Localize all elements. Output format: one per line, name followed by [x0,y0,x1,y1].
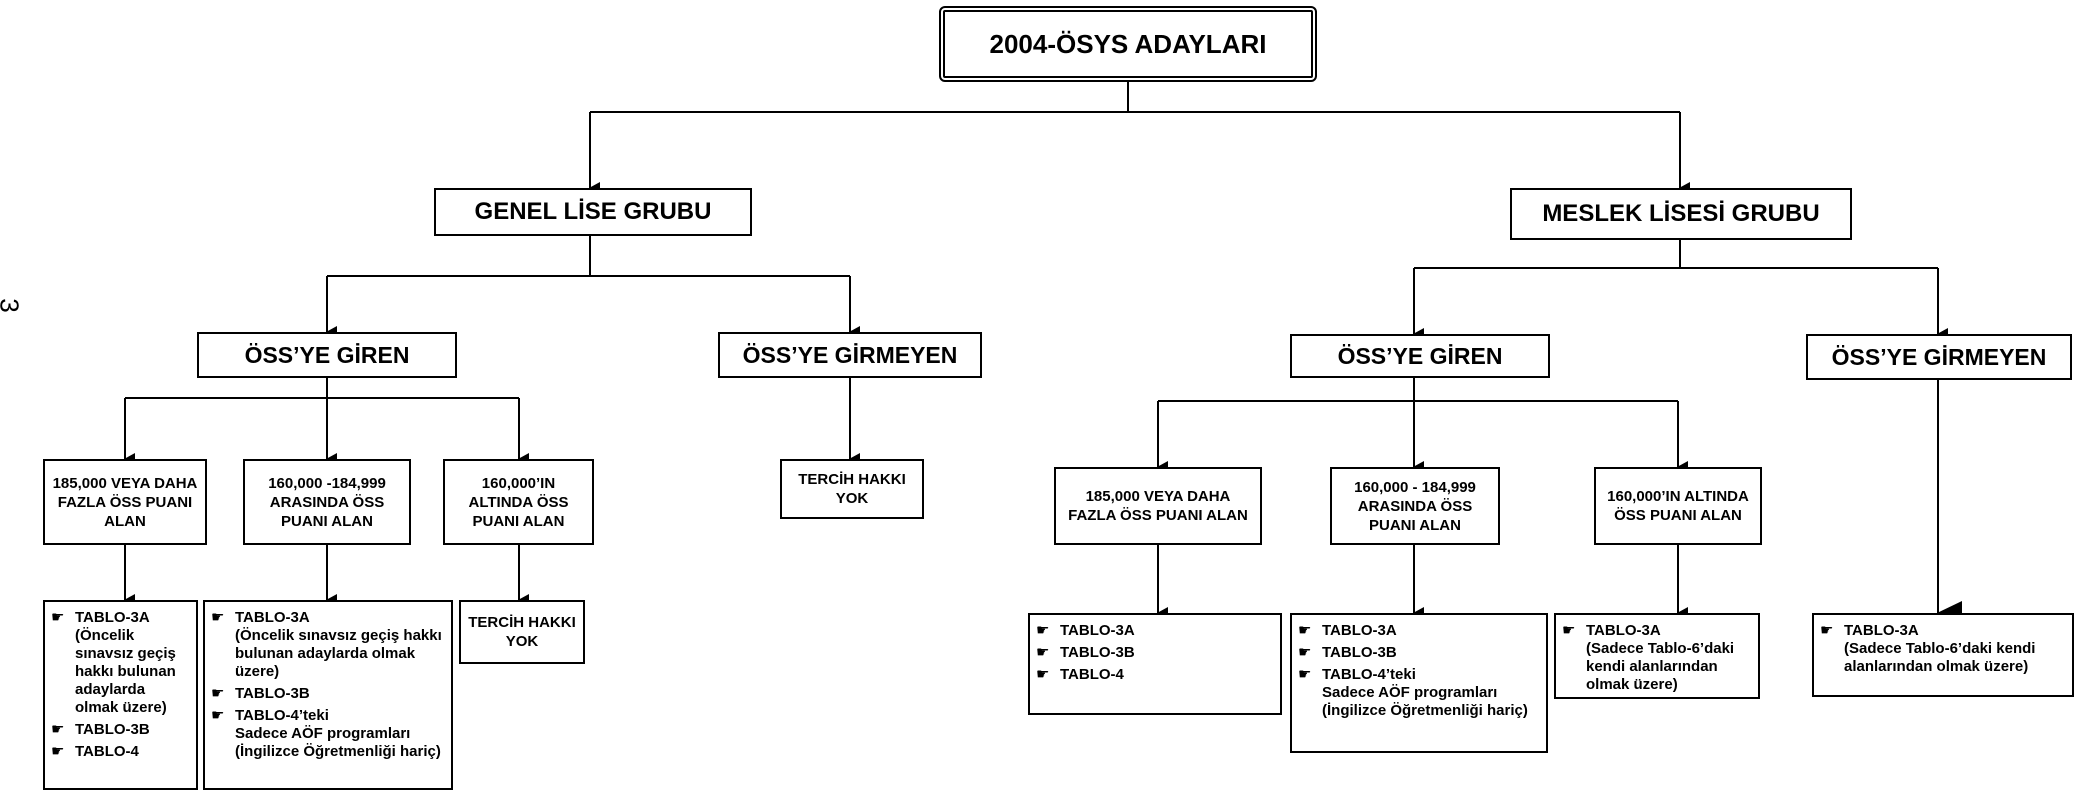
left-result-box-2: ☛ TABLO-3A(Öncelik sınavsız geçiş hakkı b… [203,600,453,790]
item-title: TABLO-3A [1844,622,1919,639]
left-score-box-3: 160,000’IN ALTINDA ÖSS PUANI ALAN [443,459,594,545]
item-note: (Öncelik sınavsız geçiş hakkı bulunan ad… [235,627,442,680]
result-item: ☛ TABLO-3A [1036,622,1274,640]
item-title: TABLO-4 [1060,666,1124,683]
pointing-hand-icon: ☛ [51,609,65,626]
left-entered-box: ÖSS’YE GİREN [197,332,457,378]
right-score-label-2: 160,000 - 184,999 ARASINDA ÖSS PUANI ALA… [1354,478,1476,534]
pointing-hand-icon: ☛ [1298,622,1312,639]
pointing-hand-icon: ☛ [1036,622,1050,639]
result-item: ☛ TABLO-3A [1298,622,1540,640]
item-note: (Sadece Tablo-6’daki kendi alanlarından … [1844,640,2036,675]
left-no-preference-box: TERCİH HAKKI YOK [780,459,924,519]
pointing-hand-icon: ☛ [211,685,225,702]
item-title: TABLO-3B [235,685,310,702]
right-not-entered-box: ÖSS’YE GİRMEYEN [1806,334,2072,380]
right-score-box-1: 185,000 VEYA DAHA FAZLA ÖSS PUANI ALAN [1054,467,1262,545]
left-result-box-3: TERCİH HAKKI YOK [459,600,585,664]
item-title: TABLO-3A [1322,622,1397,639]
pointing-hand-icon: ☛ [1036,666,1050,683]
result-item: ☛ TABLO-3B [1298,644,1540,662]
pointing-hand-icon: ☛ [211,707,225,724]
pointing-hand-icon: ☛ [211,609,225,626]
item-note: (Sadece Tablo-6’daki kendi alanlarından … [1586,640,1735,693]
item-title: TABLO-4’teki [235,707,329,724]
left-score-label-2: 160,000 -184,999 ARASINDA ÖSS PUANI ALAN [268,474,386,530]
pointing-hand-icon: ☛ [51,721,65,738]
left-score-box-1: 185,000 VEYA DAHA FAZLA ÖSS PUANI ALAN [43,459,207,545]
item-title: TABLO-3A [235,609,310,626]
result-item: ☛ TABLO-3B [1036,644,1274,662]
left-not-entered-label: ÖSS’YE GİRMEYEN [742,341,958,368]
right-score-label-3: 160,000’IN ALTINDA ÖSS PUANI ALAN [1607,488,1749,524]
right-score-box-2: 160,000 - 184,999 ARASINDA ÖSS PUANI ALA… [1330,467,1500,545]
pointing-hand-icon: ☛ [1298,644,1312,661]
result-item: ☛ TABLO-3A(Sadece Tablo-6’daki kendi alan… [1562,622,1752,694]
right-entered-label: ÖSS’YE GİREN [1337,342,1503,369]
item-title: TABLO-3B [75,721,150,738]
page-number: 3 [0,298,25,312]
genel-lise-group-box: GENEL LİSE GRUBU [434,188,752,236]
item-note: (Öncelik sınavsız geçiş hakkı bulunan ad… [75,627,176,716]
right-result-box-1: ☛ TABLO-3A ☛ TABLO-3B ☛ TABLO-4 [1028,613,1282,715]
item-note: Sadece AÖF programları (İngilizce Öğretm… [235,725,441,760]
item-title: TABLO-3B [1322,644,1397,661]
left-no-preference-label: TERCİH HAKKI YOK [798,471,906,507]
left-score-box-2: 160,000 -184,999 ARASINDA ÖSS PUANI ALAN [243,459,411,545]
result-item: ☛ TABLO-3A(Sadece Tablo-6’daki kendi alan… [1820,622,2066,676]
left-entered-label: ÖSS’YE GİREN [244,341,410,368]
root-label: 2004-ÖSYS ADAYLARI [989,28,1267,59]
result-item: ☛ TABLO-3A(Öncelik sınavsız geçiş hakkı b… [211,609,445,681]
pointing-hand-icon: ☛ [51,743,65,760]
left-score-label-1: 185,000 VEYA DAHA FAZLA ÖSS PUANI ALAN [52,474,198,530]
result-item: ☛ TABLO-4 [1036,666,1274,684]
result-item: ☛ TABLO-3B [51,721,190,739]
item-title: TABLO-3A [1060,622,1135,639]
item-title: TABLO-3A [1586,622,1661,639]
pointing-hand-icon: ☛ [1820,622,1834,639]
right-not-entered-label: ÖSS’YE GİRMEYEN [1831,343,2047,370]
root-box: 2004-ÖSYS ADAYLARI [939,6,1317,82]
left-result-label-3: TERCİH HAKKI YOK [468,614,576,650]
left-score-label-3: 160,000’IN ALTINDA ÖSS PUANI ALAN [468,474,569,530]
pointing-hand-icon: ☛ [1036,644,1050,661]
left-not-entered-box: ÖSS’YE GİRMEYEN [718,332,982,378]
left-result-box-1: ☛ TABLO-3A(Öncelik sınavsız geçiş hakkı b… [43,600,198,790]
result-item: ☛ TABLO-3B [211,685,445,703]
item-title: TABLO-3A [75,609,150,626]
genel-lise-group-label: GENEL LİSE GRUBU [474,198,712,225]
item-title: TABLO-3B [1060,644,1135,661]
pointing-hand-icon: ☛ [1298,666,1312,683]
item-title: TABLO-4’teki [1322,666,1416,683]
right-entered-box: ÖSS’YE GİREN [1290,334,1550,378]
meslek-lise-group-label: MESLEK LİSESİ GRUBU [1542,200,1820,227]
item-note: Sadece AÖF programları (İngilizce Öğretm… [1322,684,1528,719]
result-item: ☛ TABLO-4 [51,743,190,761]
pointing-hand-icon: ☛ [1562,622,1576,639]
item-title: TABLO-4 [75,743,139,760]
result-item: ☛ TABLO-3A(Öncelik sınavsız geçiş hakkı b… [51,609,190,717]
right-score-box-3: 160,000’IN ALTINDA ÖSS PUANI ALAN [1594,467,1762,545]
right-score-label-1: 185,000 VEYA DAHA FAZLA ÖSS PUANI ALAN [1068,488,1248,524]
right-result-box-3: ☛ TABLO-3A(Sadece Tablo-6’daki kendi alan… [1554,613,1760,699]
right-not-entered-result-box: ☛ TABLO-3A(Sadece Tablo-6’daki kendi alan… [1812,613,2074,697]
meslek-lise-group-box: MESLEK LİSESİ GRUBU [1510,188,1852,240]
